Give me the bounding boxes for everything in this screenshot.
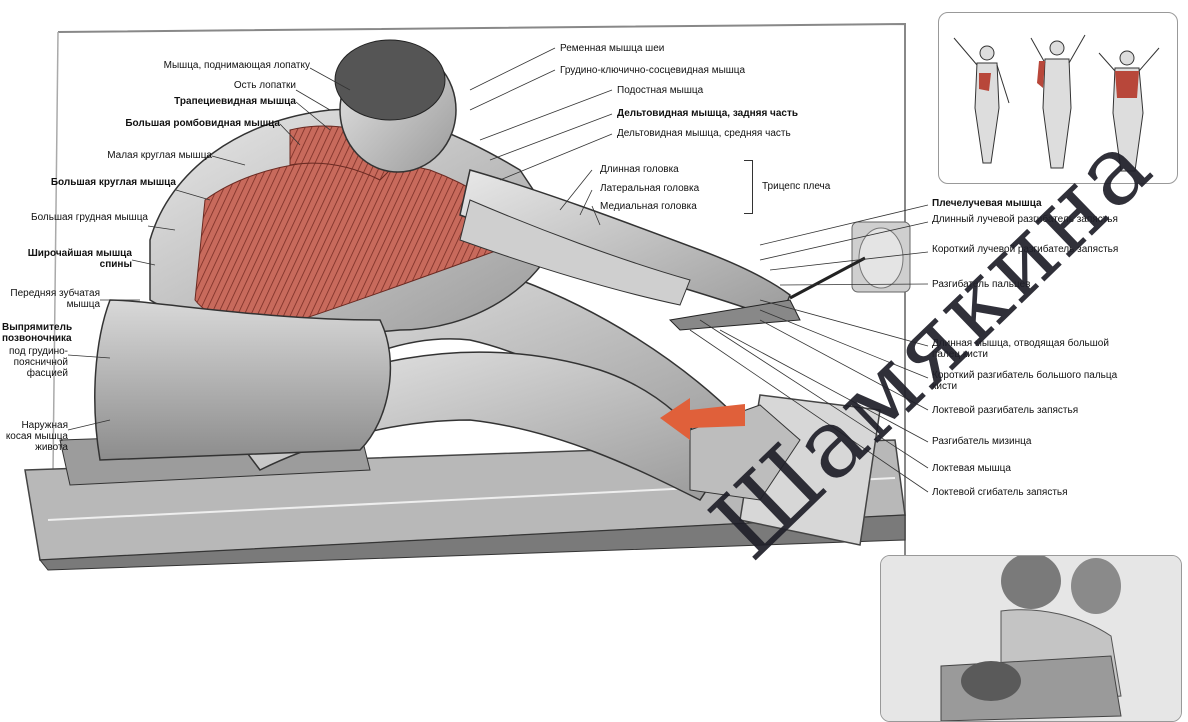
label-teres-major: Большая круглая мышца xyxy=(40,177,176,188)
label-erector-spinae: Выпрямитель позвоночника xyxy=(2,322,68,344)
label-infraspinatus: Подостная мышца xyxy=(617,85,703,96)
label-sternocleidomastoid: Грудино-ключично-сосцевидная мышца xyxy=(560,65,745,76)
inset-photo xyxy=(880,555,1182,722)
label-triceps-group: Трицепс плеча xyxy=(762,181,830,192)
label-serratus-anterior: Передняя зубчатая мышца xyxy=(5,288,100,310)
label-flexor-carpi-ulnaris: Локтевой сгибатель запястья xyxy=(932,487,1068,498)
label-external-oblique: Наружная косая мышца живота xyxy=(2,420,68,453)
label-trapezius: Трапециевидная мышца xyxy=(60,96,296,107)
label-levator-scapulae: Мышца, поднимающая лопатку xyxy=(60,60,310,71)
label-triceps-long-head: Длинная головка xyxy=(600,164,679,175)
label-splenius: Ременная мышца шеи xyxy=(560,43,664,54)
label-pectoralis-major: Большая грудная мышца xyxy=(20,212,148,223)
triceps-bracket xyxy=(744,160,753,214)
label-thoracolumbar-fascia: под грудино-поясничной фасцией xyxy=(2,346,68,379)
inset-photo-drawing xyxy=(881,556,1181,721)
label-deltoid-posterior: Дельтовидная мышца, задняя часть xyxy=(617,108,798,119)
label-triceps-lateral-head: Латеральная головка xyxy=(600,183,699,194)
label-ext-digiti-minimi: Разгибатель мизинца xyxy=(932,436,1031,447)
label-scapular-spine: Ость лопатки xyxy=(60,80,296,91)
label-rhomboid-major: Большая ромбовидная мышца xyxy=(10,118,280,129)
label-triceps-medial-head: Медиальная головка xyxy=(600,201,697,212)
label-ext-carpi-ulnaris: Локтевой разгибатель запястья xyxy=(932,405,1078,416)
label-teres-minor: Малая круглая мышца xyxy=(20,150,212,161)
label-deltoid-middle: Дельтовидная мышца, средняя часть xyxy=(617,128,791,139)
label-latissimus-dorsi: Широчайшая мышца спины xyxy=(10,248,132,270)
shorts xyxy=(95,300,391,460)
label-anconeus: Локтевая мышца xyxy=(932,463,1011,474)
